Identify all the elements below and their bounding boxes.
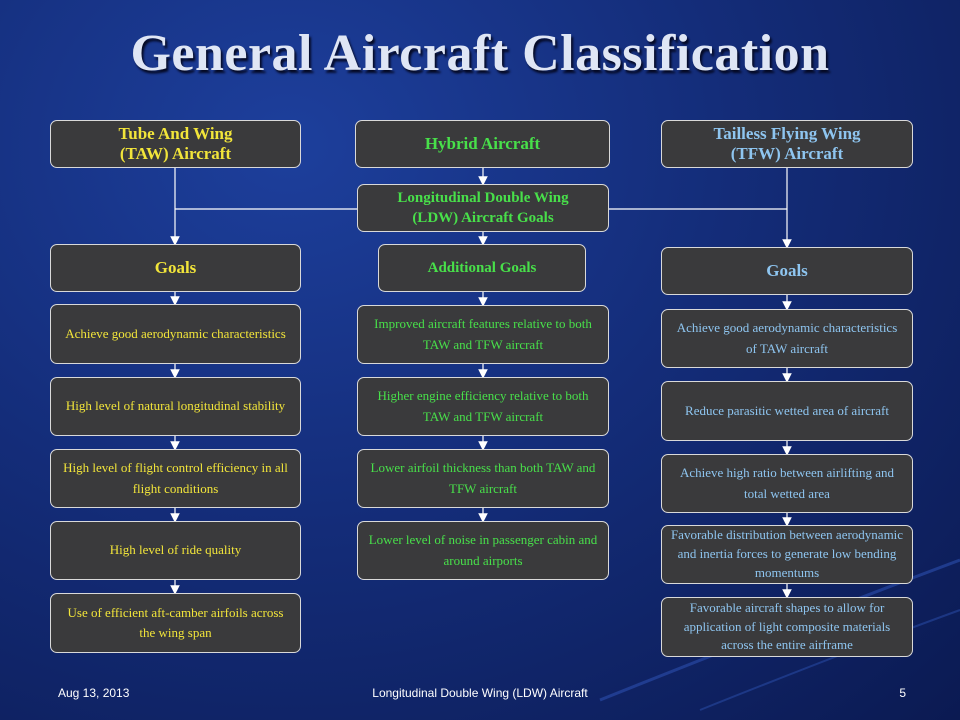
taw-goal-4: High level of ride quality — [50, 521, 301, 580]
tfw-goal-4-text: Favorable distribution between aerodynam… — [670, 527, 904, 580]
tfw-goal-3-text: Achieve high ratio between airlifting an… — [679, 465, 895, 501]
tfw-goals-label: Goals — [766, 260, 808, 280]
tfw-goal-5-text: Favorable aircraft shapes to allow for a… — [683, 599, 891, 653]
page-number: 5 — [899, 686, 906, 700]
ldw-goal-2-text: Higher engine efficiency relative to bot… — [377, 388, 589, 424]
tfw-goal-2: Reduce parasitic wetted area of aircraft — [661, 381, 913, 441]
tfw-goal-2-text: Reduce parasitic wetted area of aircraft — [685, 402, 889, 418]
tfw-goal-1: Achieve good aerodynamic characteristics… — [661, 309, 913, 368]
taw-header-line2: (TAW) Aircraft — [119, 144, 232, 163]
tfw-header-line2: (TFW) Aircraft — [730, 144, 844, 163]
slide-title: General Aircraft Classification — [130, 25, 830, 82]
taw-goals-box: Goals — [50, 244, 301, 292]
tfw-goal-5: Favorable aircraft shapes to allow for a… — [661, 597, 913, 657]
tfw-aircraft-box: Tailless Flying Wing (TFW) Aircraft — [661, 120, 913, 168]
hybrid-header: Hybrid Aircraft — [424, 133, 541, 153]
ldw-goal-2: Higher engine efficiency relative to bot… — [357, 377, 609, 436]
taw-aircraft-box: Tube And Wing (TAW) Aircraft — [50, 120, 301, 168]
ldw-goal-1: Improved aircraft features relative to b… — [357, 305, 609, 364]
taw-goal-4-text: High level of ride quality — [109, 542, 242, 558]
taw-goal-1-text: Achieve good aerodynamic characteristics — [65, 325, 286, 341]
ldw-line1: Longitudinal Double Wing — [397, 189, 569, 206]
taw-goal-5: Use of efficient aft-camber airfoils acr… — [50, 593, 301, 653]
ldw-goal-4-text: Lower level of noise in passenger cabin … — [368, 532, 598, 568]
ldw-goal-3-text: Lower airfoil thickness than both TAW an… — [370, 460, 596, 496]
taw-goal-2: High level of natural longitudinal stabi… — [50, 377, 301, 436]
taw-goal-2-text: High level of natural longitudinal stabi… — [65, 398, 286, 414]
taw-header-line1: Tube And Wing — [118, 123, 233, 143]
tfw-goal-3: Achieve high ratio between airlifting an… — [661, 454, 913, 513]
additional-goals-label: Additional Goals — [427, 259, 537, 276]
taw-goal-3: High level of flight control efficiency … — [50, 449, 301, 508]
taw-goal-5-text: Use of efficient aft-camber airfoils acr… — [67, 604, 284, 640]
tfw-goal-4: Favorable distribution between aerodynam… — [661, 525, 913, 584]
taw-goals-label: Goals — [154, 257, 197, 277]
ldw-goal-1-text: Improved aircraft features relative to b… — [374, 316, 592, 352]
ldw-goals-box: Longitudinal Double Wing (LDW) Aircraft … — [357, 184, 609, 232]
hybrid-aircraft-box: Hybrid Aircraft — [355, 120, 610, 168]
footer-date: Aug 13, 2013 — [58, 686, 130, 700]
tfw-goal-1-text: Achieve good aerodynamic characteristics… — [676, 320, 898, 356]
ldw-goal-4: Lower level of noise in passenger cabin … — [357, 521, 609, 580]
ldw-goal-3: Lower airfoil thickness than both TAW an… — [357, 449, 609, 508]
taw-goal-1: Achieve good aerodynamic characteristics — [50, 304, 301, 364]
additional-goals-box: Additional Goals — [378, 244, 586, 292]
ldw-line2: (LDW) Aircraft Goals — [412, 210, 554, 226]
tfw-header-line1: Tailless Flying Wing — [713, 123, 861, 143]
footer-title: Longitudinal Double Wing (LDW) Aircraft — [372, 686, 588, 700]
tfw-goals-box: Goals — [661, 247, 913, 295]
taw-goal-3-text: High level of flight control efficiency … — [63, 460, 288, 496]
